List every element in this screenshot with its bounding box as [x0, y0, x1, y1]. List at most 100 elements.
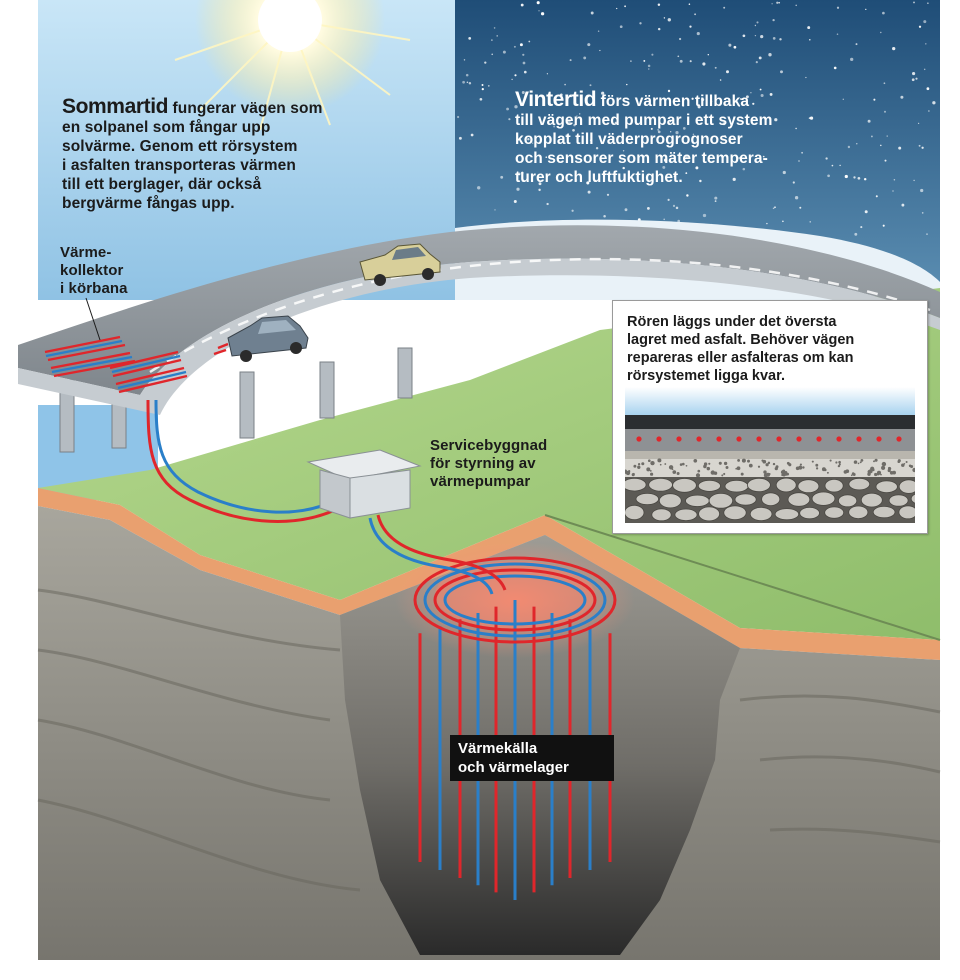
- gravel-stone: [772, 462, 776, 466]
- snowflake: [657, 3, 661, 6]
- winter-line: förs värmen tillbaka: [596, 93, 750, 110]
- snowflake: [760, 93, 764, 98]
- gravel-layer: [625, 459, 915, 477]
- snowflake: [892, 46, 896, 51]
- gravel-stone: [763, 470, 767, 474]
- gravel-stone: [788, 463, 792, 467]
- gravel-stones: [625, 458, 915, 478]
- winter-line: till vägen med pumpar i ett system: [515, 112, 773, 129]
- snowflake: [782, 170, 786, 175]
- gravel-stone: [867, 472, 871, 476]
- pipe-dot: [696, 436, 702, 442]
- macadam-stone: [898, 505, 915, 520]
- snowflake: [759, 88, 762, 91]
- gravel-stone: [703, 462, 708, 466]
- snowflake: [590, 11, 594, 15]
- snowflake: [575, 179, 578, 181]
- snowflake: [755, 61, 758, 64]
- gravel-stone: [798, 465, 803, 470]
- snowflake: [809, 39, 811, 41]
- gravel-stone: [708, 462, 711, 465]
- gravel-stone: [631, 473, 635, 477]
- snowflake: [519, 43, 523, 47]
- pipe-dot: [636, 436, 642, 442]
- gravel-stone: [697, 469, 701, 473]
- snowflake: [481, 87, 484, 91]
- snowflake: [792, 181, 795, 184]
- macadam-stone: [746, 477, 771, 493]
- snowflake: [860, 226, 863, 229]
- snowflake: [520, 3, 524, 7]
- soil-layer: [38, 488, 940, 660]
- snowflake: [756, 21, 759, 24]
- macadam-stone: [651, 508, 672, 522]
- pipe-dot: [656, 436, 662, 442]
- snowflake: [457, 115, 460, 119]
- snowflake: [774, 206, 776, 209]
- snowflake: [847, 145, 851, 149]
- snowflake: [663, 17, 666, 19]
- snowflake: [795, 127, 797, 130]
- snowflake: [882, 11, 885, 15]
- snowflake: [571, 209, 574, 212]
- snowflake: [920, 188, 924, 193]
- snowflake: [875, 195, 878, 198]
- snowflake: [522, 53, 525, 56]
- snowflake: [774, 118, 778, 122]
- gravel-stone: [889, 470, 894, 475]
- pipe-dot: [796, 436, 802, 442]
- snowflake: [754, 34, 757, 37]
- snowflake: [527, 138, 530, 141]
- snowflake: [685, 172, 688, 175]
- snowflake: [701, 98, 705, 102]
- snowflake: [898, 146, 902, 150]
- heat-source-label: Värmekälla och värmelager: [450, 735, 614, 781]
- snowflake: [470, 133, 474, 137]
- gravel-stone: [780, 470, 786, 475]
- rock-strata: [37, 588, 941, 892]
- car-yellow: [359, 243, 441, 286]
- snowflake: [496, 35, 498, 37]
- snowflake: [692, 133, 695, 136]
- snowflake: [599, 49, 601, 52]
- pipe-dot: [816, 436, 822, 442]
- snowflake: [842, 98, 844, 100]
- gravel-stone: [718, 461, 722, 465]
- snowflake: [677, 55, 680, 58]
- gravel-stone: [857, 462, 860, 465]
- macadam-stone: [749, 507, 773, 522]
- snowflake: [795, 4, 797, 7]
- service-building-label: Servicebyggnad för styrning av värmepump…: [430, 437, 548, 490]
- service-building: [306, 449, 422, 519]
- gravel-stone: [901, 463, 905, 467]
- snowflake: [714, 66, 717, 69]
- snowflake: [865, 8, 867, 11]
- snowflake: [569, 59, 572, 62]
- gravel-stone: [860, 459, 864, 462]
- pipe-asphalt-layer: [625, 429, 915, 451]
- macadam-stone: [872, 506, 896, 519]
- summer-lead: Sommartid: [62, 95, 169, 118]
- snowflake: [670, 120, 672, 123]
- macadam-stone: [848, 477, 871, 491]
- pipe-dot: [676, 436, 682, 442]
- summer-line: fungerar vägen som: [168, 100, 323, 117]
- macadam-stone: [888, 494, 909, 507]
- gravel-stone: [741, 458, 746, 463]
- snowflake: [682, 104, 685, 108]
- snowflake: [723, 6, 726, 9]
- inset-description: Rören läggs under det översta lagret med…: [627, 314, 855, 384]
- snowflake: [714, 196, 718, 200]
- snowflake: [538, 188, 541, 192]
- winter-line: turer och luftfuktighet.: [515, 169, 683, 186]
- snowflake: [928, 110, 930, 112]
- snowflake: [500, 175, 504, 179]
- gravel-stone: [679, 463, 683, 466]
- snowflake: [643, 59, 646, 62]
- snowflake: [679, 59, 683, 63]
- snowflake: [893, 179, 896, 181]
- snowflake: [689, 60, 692, 63]
- snowflake: [726, 70, 729, 74]
- gravel-stone: [821, 467, 826, 472]
